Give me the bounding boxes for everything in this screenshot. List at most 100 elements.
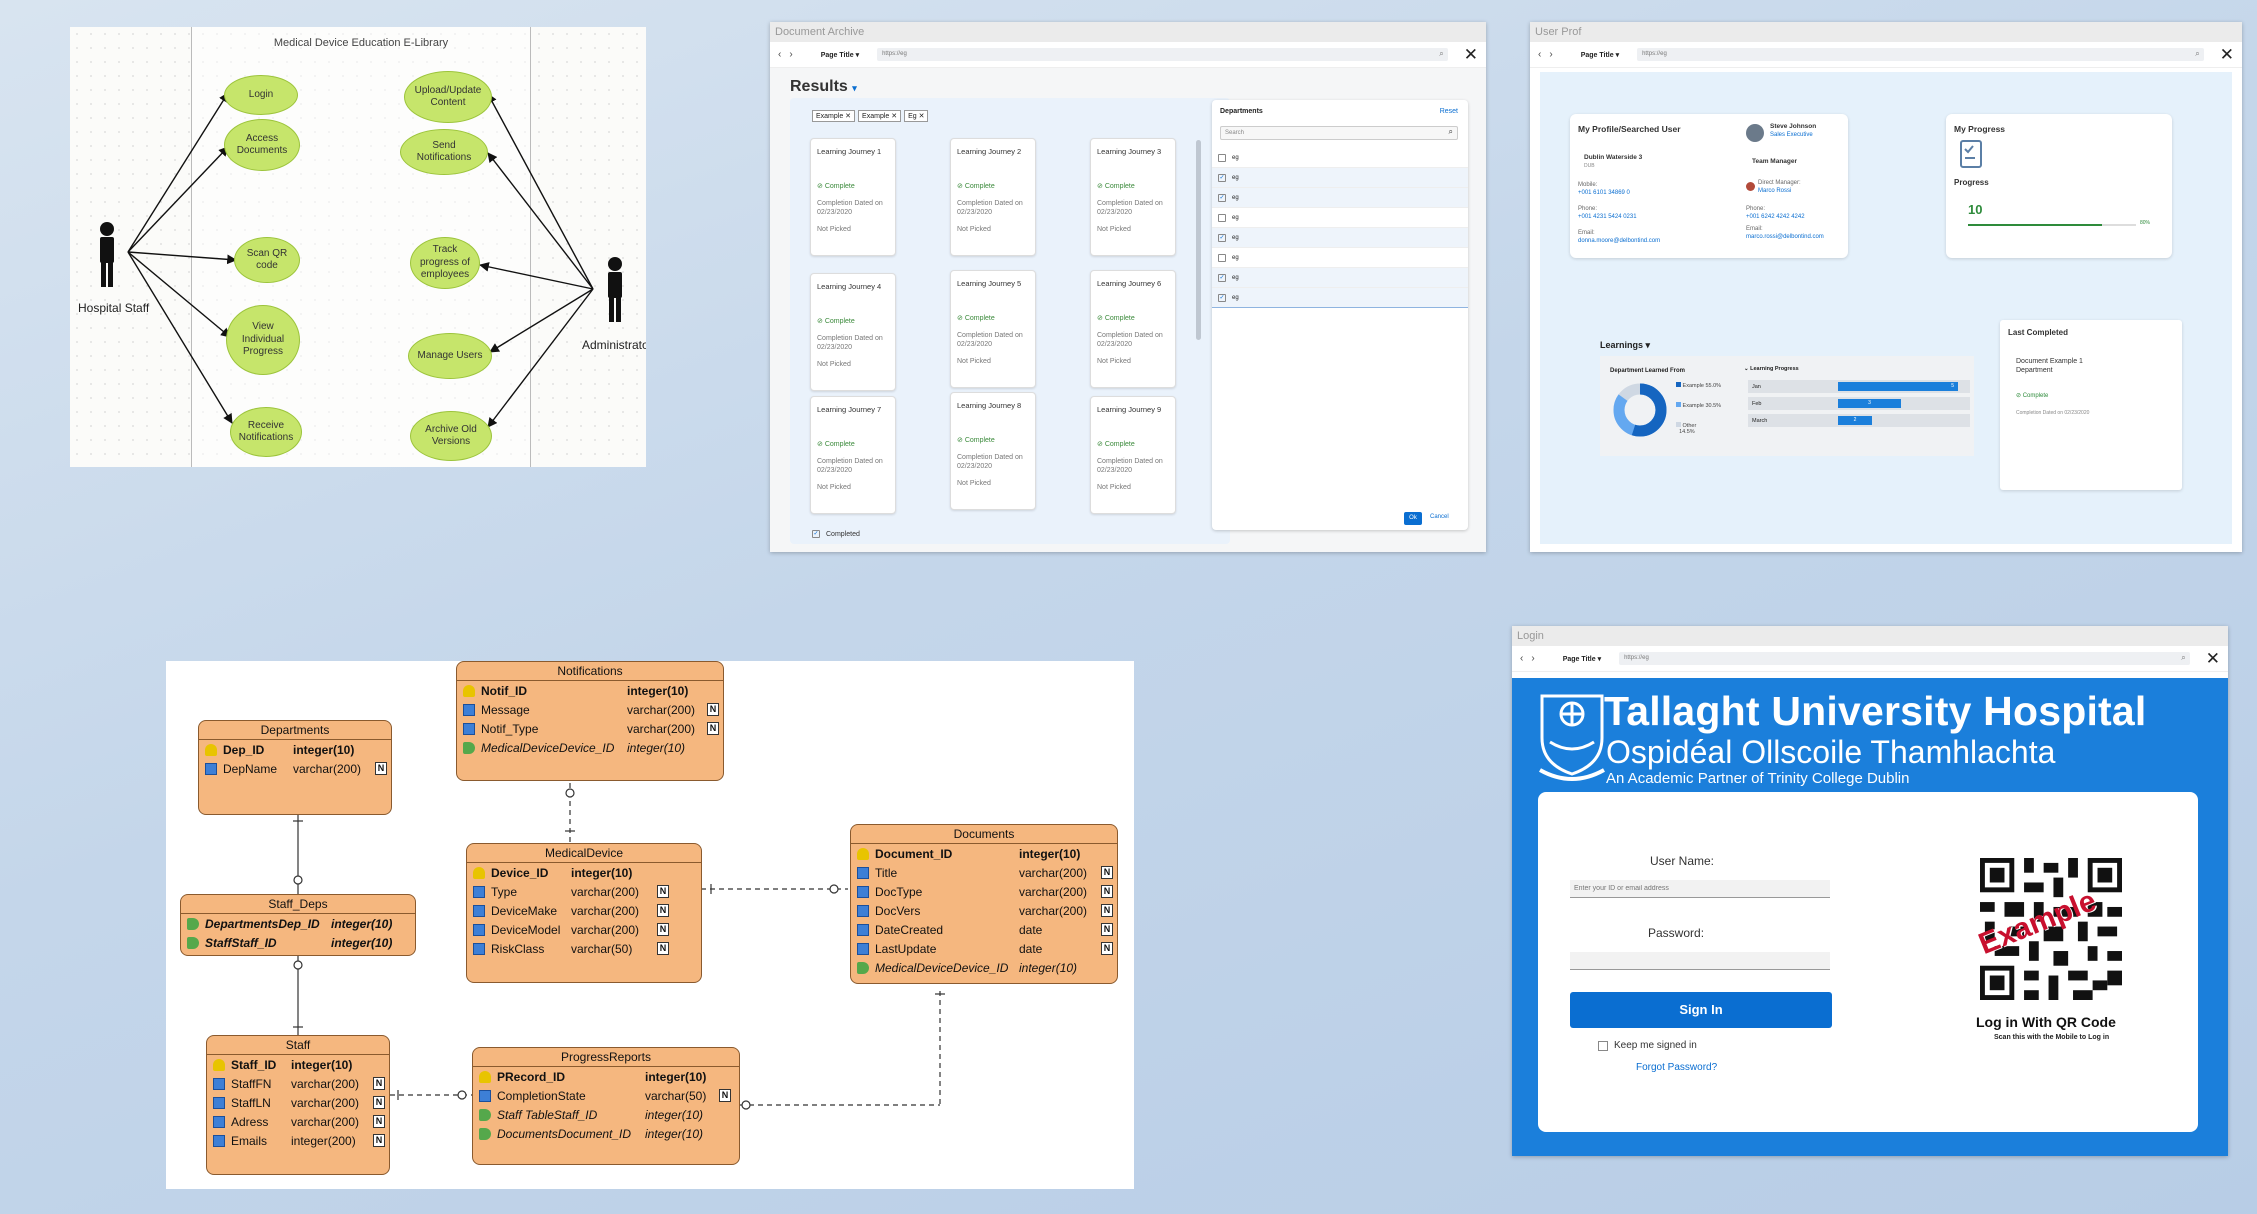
column-icon: [473, 923, 485, 936]
filter-item[interactable]: eg: [1212, 148, 1468, 168]
filter-item[interactable]: ✓eg: [1212, 288, 1468, 308]
not-null-icon: N: [373, 1077, 385, 1090]
checklist-icon: [1960, 140, 1982, 168]
mobile-value[interactable]: +001 6101 34869 0: [1578, 190, 1630, 196]
token[interactable]: Eg ✕: [904, 110, 929, 122]
last-doc: Document Example 1: [2016, 358, 2083, 365]
forward-icon[interactable]: ›: [1549, 49, 1553, 60]
progress-title: My Progress: [1954, 124, 2006, 134]
phone-value[interactable]: +001 4231 5424 0231: [1578, 214, 1637, 220]
reset-link[interactable]: Reset: [1439, 108, 1458, 115]
back-icon[interactable]: ‹: [1538, 49, 1542, 60]
month-bar: 3: [1838, 399, 1901, 408]
progress-value: 10: [1968, 202, 1983, 217]
page-title-menu[interactable]: Page Title ▾: [1562, 655, 1602, 663]
filter-item[interactable]: ✓eg: [1212, 168, 1468, 188]
username-input[interactable]: [1570, 880, 1830, 898]
not-null-icon: N: [1101, 942, 1113, 955]
results-title[interactable]: Results ▾: [790, 78, 857, 95]
email-value[interactable]: donna.moore@delbontind.com: [1578, 238, 1661, 244]
close-icon[interactable]: ✕: [2205, 648, 2220, 668]
ok-button[interactable]: Ok: [1404, 512, 1422, 525]
completed-toggle[interactable]: ✓Completed: [812, 530, 860, 538]
column-icon: [205, 762, 217, 775]
progress-track: [1968, 224, 2136, 226]
entity-title: Departments: [199, 721, 391, 740]
cancel-button[interactable]: Cancel: [1430, 514, 1449, 520]
checkbox[interactable]: ✓: [1218, 193, 1226, 202]
url-bar[interactable]: https://eg⌕: [877, 48, 1448, 61]
filter-item[interactable]: ✓eg: [1212, 268, 1468, 288]
forward-icon[interactable]: ›: [789, 49, 793, 60]
forward-icon[interactable]: ›: [1531, 653, 1535, 664]
sign-in-button[interactable]: Sign In: [1570, 992, 1832, 1028]
last-completed-card[interactable]: Last Completed Document Example 1 Depart…: [2000, 320, 2182, 490]
learnings-menu[interactable]: Learnings ▾: [1600, 340, 1651, 350]
entity-title: Notifications: [457, 662, 723, 681]
token[interactable]: Example ✕: [858, 110, 902, 122]
entity-title: Staff_Deps: [181, 895, 415, 914]
filter-item[interactable]: ✓eg: [1212, 188, 1468, 208]
not-null-icon: N: [373, 1096, 385, 1109]
checkbox[interactable]: [1218, 213, 1226, 222]
url-bar[interactable]: https://eg⌕: [1619, 652, 2190, 665]
last-status: ⊘ Complete: [2016, 393, 2049, 399]
checkbox[interactable]: ✓: [1218, 273, 1226, 282]
filter-search-input[interactable]: Search⌕: [1220, 126, 1458, 140]
month-bar: 5: [1838, 382, 1958, 391]
forgot-password-link[interactable]: Forgot Password?: [1636, 1062, 1718, 1073]
back-icon[interactable]: ‹: [778, 49, 782, 60]
checkbox[interactable]: ✓: [1218, 293, 1226, 302]
not-null-icon: N: [657, 923, 669, 936]
close-icon[interactable]: ✕: [2219, 44, 2234, 64]
checkbox[interactable]: ✓: [1218, 173, 1226, 182]
page-title-menu[interactable]: Page Title ▾: [820, 51, 860, 59]
page-title-menu[interactable]: Page Title ▾: [1580, 51, 1620, 59]
url-bar[interactable]: https://eg⌕: [1637, 48, 2204, 61]
keep-signed-in-checkbox[interactable]: [1598, 1040, 1608, 1051]
results-scrollbar[interactable]: [1196, 140, 1201, 340]
check-icon: ✓: [812, 530, 820, 538]
filter-item[interactable]: eg: [1212, 208, 1468, 228]
qr-code[interactable]: [1980, 858, 2122, 1000]
filter-item[interactable]: ✓eg: [1212, 228, 1468, 248]
filter-item[interactable]: eg: [1212, 248, 1468, 268]
token[interactable]: Example ✕: [812, 110, 856, 122]
manager-email[interactable]: marco.rossi@delbontind.com: [1746, 234, 1824, 240]
donut-chart: [1613, 383, 1667, 437]
use-case-manage-users: Manage Users: [408, 333, 492, 379]
checkbox[interactable]: [1218, 153, 1226, 162]
manager-phone[interactable]: +001 6242 4242 4242: [1746, 214, 1805, 220]
search-icon: ⌕: [1439, 49, 1444, 58]
checkbox[interactable]: ✓: [1218, 233, 1226, 242]
keep-signed-in[interactable]: Keep me signed in: [1598, 1040, 1697, 1051]
manager-name[interactable]: Marco Rossi: [1758, 188, 1792, 194]
column-icon: [479, 1089, 491, 1102]
progress-percent: 80%: [2140, 220, 2151, 226]
checkbox[interactable]: [1218, 253, 1226, 262]
back-icon[interactable]: ‹: [1520, 653, 1524, 664]
password-input[interactable]: [1570, 952, 1830, 970]
close-icon[interactable]: ✕: [1463, 44, 1478, 64]
